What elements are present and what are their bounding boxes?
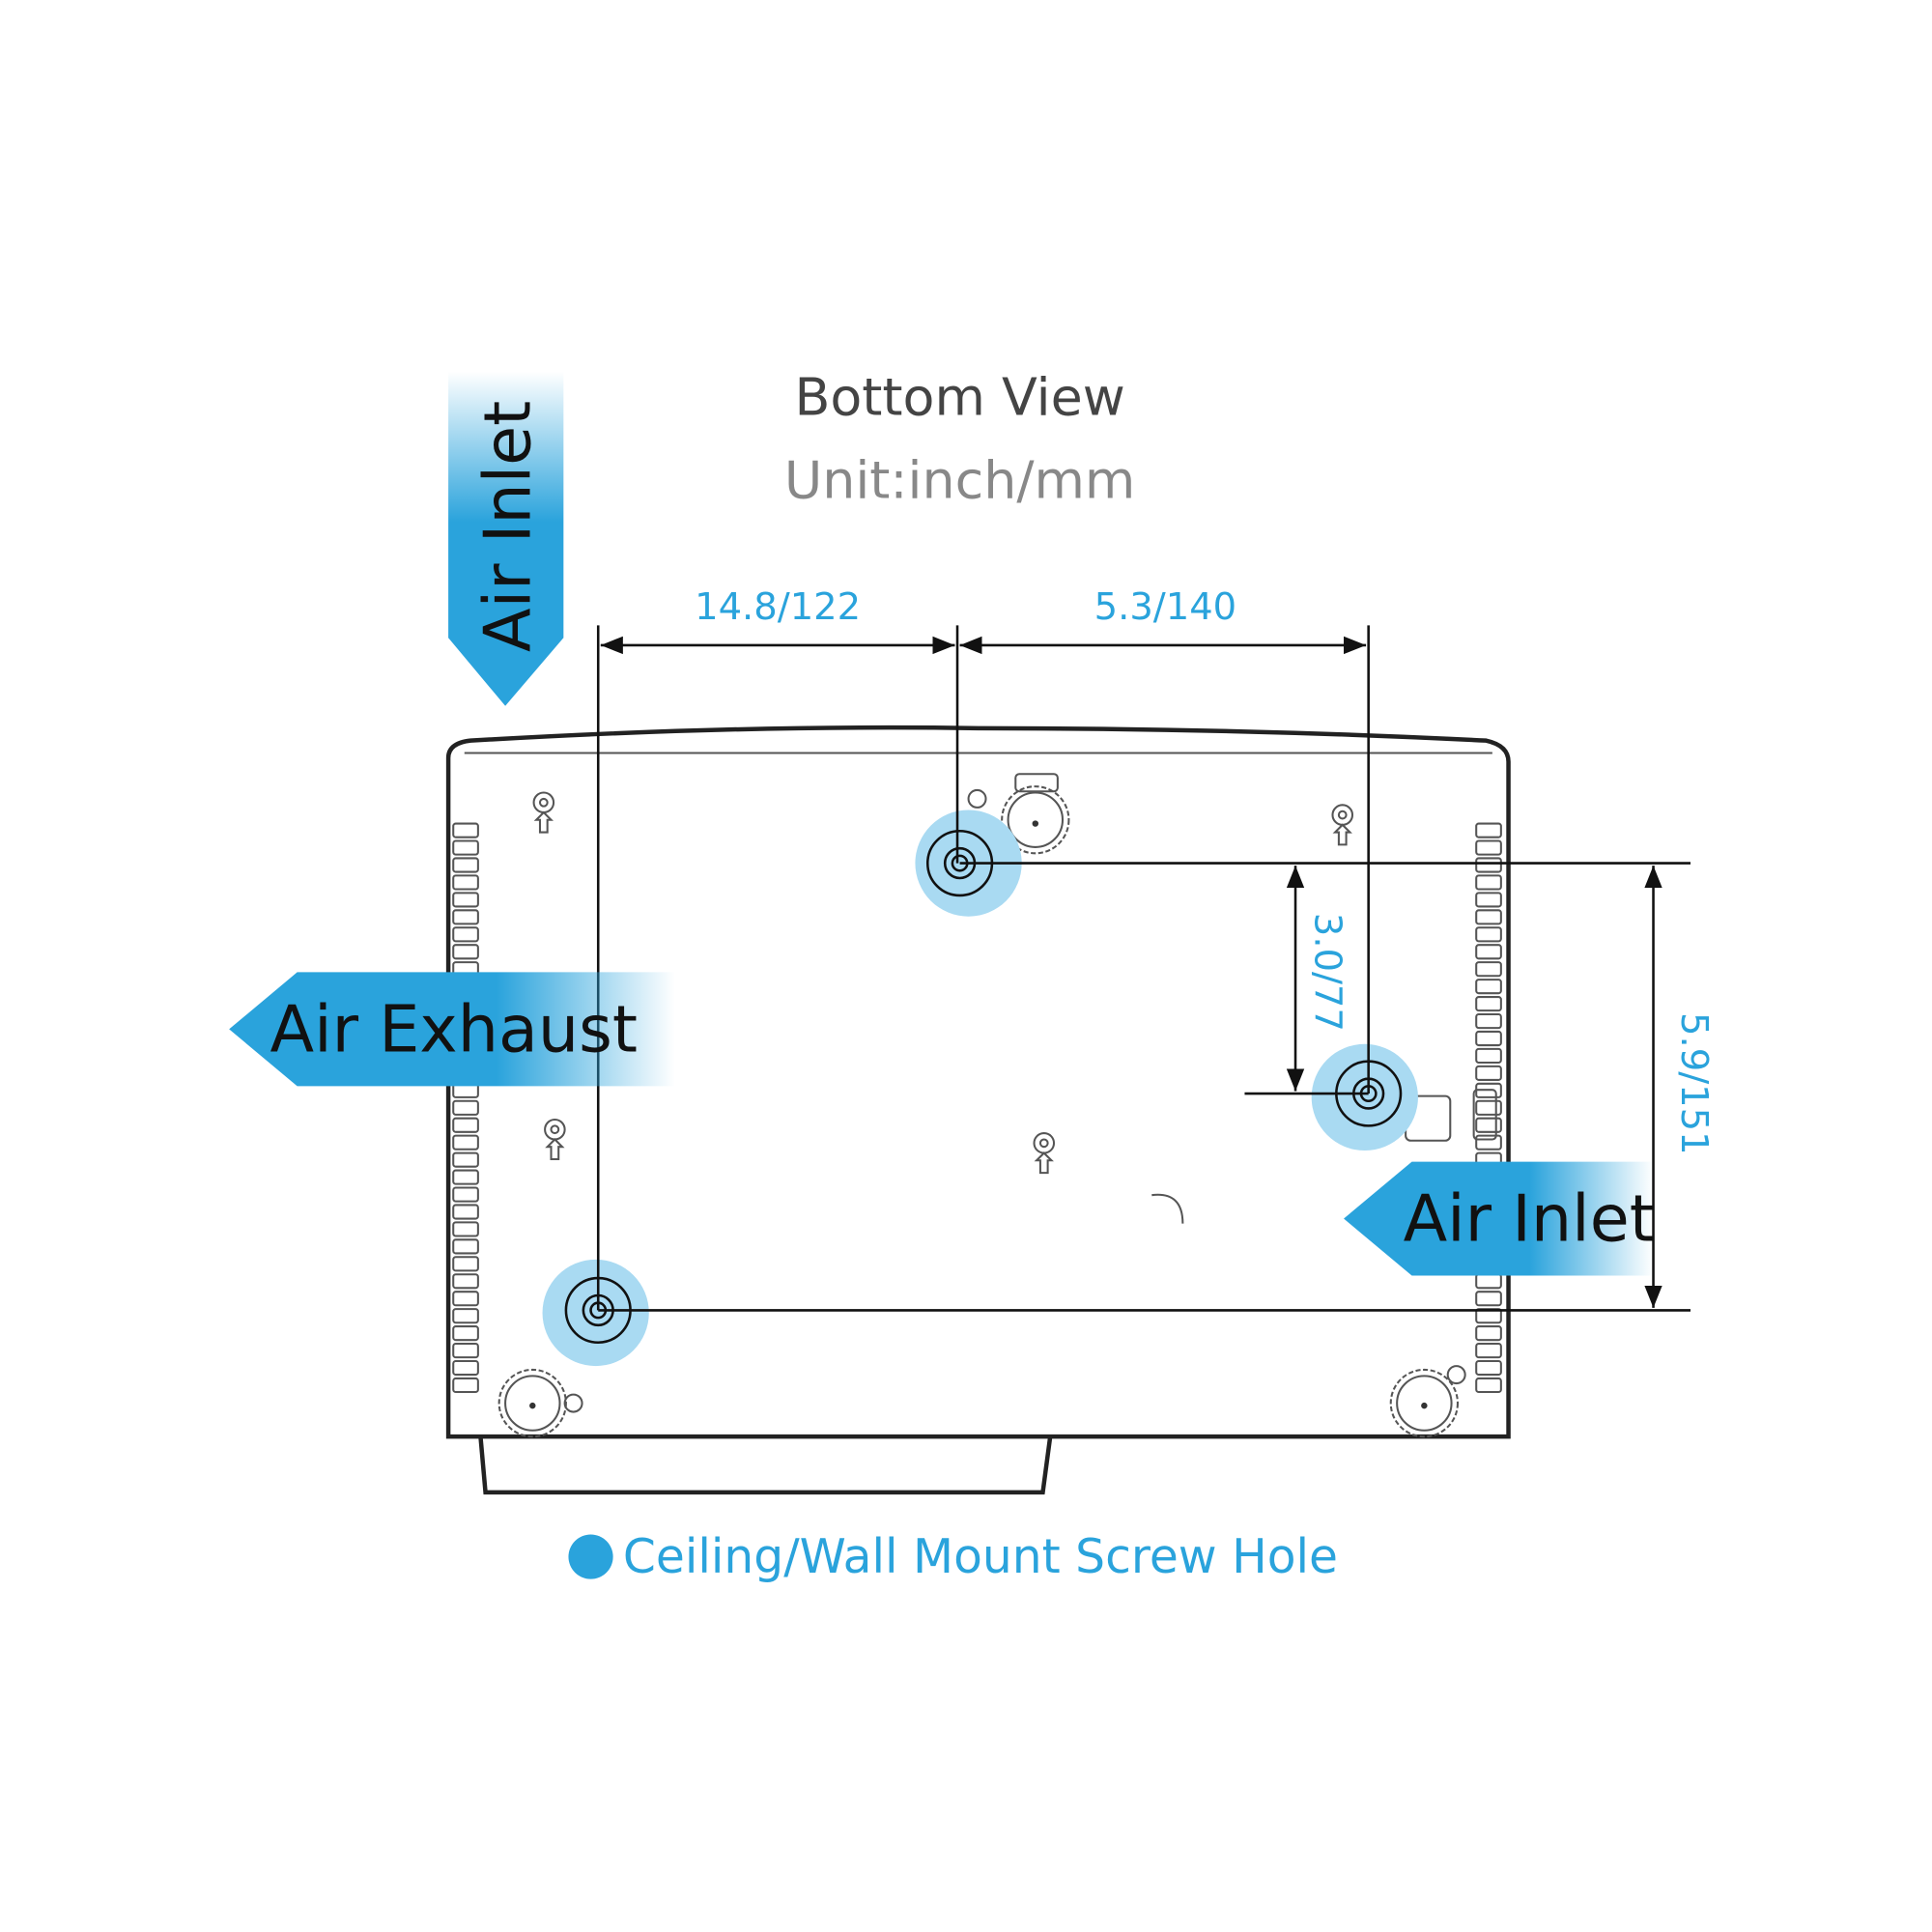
top-air-inlet-label: Air Inlet — [470, 401, 546, 652]
vent-slot — [452, 1238, 479, 1255]
diagram-title: Bottom View — [794, 366, 1124, 427]
foot — [497, 1368, 567, 1438]
screw-icon — [1331, 804, 1354, 846]
vent-slot — [452, 926, 479, 943]
vent-slot — [452, 1377, 479, 1394]
vent-slot — [1475, 1134, 1502, 1151]
dimension-outer-vertical: 5.9/151 — [1672, 1012, 1716, 1155]
legend-label: Ceiling/Wall Mount Screw Hole — [623, 1530, 1338, 1584]
mount-screw-hole — [542, 1259, 649, 1367]
vent-slot — [452, 822, 479, 838]
legend: Ceiling/Wall Mount Screw Hole — [568, 1530, 1338, 1584]
vent-slot — [452, 909, 479, 925]
foot — [1389, 1368, 1460, 1438]
vent-slot — [1475, 944, 1502, 960]
vent-slot — [452, 944, 479, 960]
vent-slot — [452, 857, 479, 873]
vent-slot — [1475, 926, 1502, 943]
vent-slot — [1475, 1030, 1502, 1047]
mount-screw-hole — [1311, 1043, 1418, 1151]
vent-slot — [452, 1151, 479, 1168]
vent-slot — [1475, 1099, 1502, 1116]
vent-slot — [1475, 822, 1502, 838]
vent-slot — [1475, 979, 1502, 995]
screw-icon — [1033, 1132, 1056, 1175]
vent-slot — [452, 1221, 479, 1237]
vent-slot — [1475, 892, 1502, 908]
vent-slot — [1475, 874, 1502, 891]
vent-slot — [452, 1273, 479, 1290]
vent-slot — [452, 1134, 479, 1151]
vent-slot — [1475, 1047, 1502, 1065]
vent-slot — [1475, 1291, 1502, 1307]
unit-label: Unit:inch/mm — [784, 449, 1136, 510]
vent-slot — [452, 1343, 479, 1359]
vent-slot — [452, 1308, 479, 1324]
screw-icon — [544, 1118, 566, 1161]
projector-body — [445, 724, 1511, 1495]
vent-slot — [1475, 1343, 1502, 1359]
right-air-inlet-label: Air Inlet — [1404, 1181, 1655, 1257]
vent-slot — [452, 1256, 479, 1272]
top-air-inlet-arrow: Air Inlet — [448, 371, 564, 706]
vent-slot — [452, 1204, 479, 1220]
vent-slot — [1475, 857, 1502, 873]
vent-slot — [1475, 1325, 1502, 1342]
vent-slot — [452, 1291, 479, 1307]
vent-slot — [1475, 909, 1502, 925]
screw-hole-legend-dot — [568, 1534, 613, 1579]
vent-slot — [1475, 961, 1502, 978]
vent-slot — [1475, 1012, 1502, 1030]
vent-slot — [452, 1186, 479, 1203]
vent-slot — [452, 1359, 479, 1377]
vent-slot — [1475, 1117, 1502, 1133]
vent-slot — [452, 1099, 479, 1116]
vent-slot — [452, 892, 479, 908]
screw-icon — [532, 791, 555, 834]
vent-slot — [1475, 1359, 1502, 1377]
vent-slot — [452, 1117, 479, 1133]
vent-slot — [452, 874, 479, 891]
foot — [1001, 773, 1070, 855]
vent-slot — [1475, 1377, 1502, 1394]
vent-slot — [1475, 996, 1502, 1012]
vent-slot — [1475, 839, 1502, 856]
air-exhaust-label: Air Exhaust — [270, 991, 637, 1066]
vent-slot — [452, 839, 479, 856]
vent-slot — [452, 1169, 479, 1185]
dimension-right-horizontal: 5.3/140 — [1094, 585, 1237, 629]
dimension-inner-vertical: 3.0/77 — [1306, 913, 1350, 1032]
air-exhaust-arrow: Air Exhaust — [229, 972, 675, 1087]
right-air-inlet-arrow: Air Inlet — [1344, 1161, 1655, 1276]
vent-slot — [1475, 1065, 1502, 1081]
dimension-left-horizontal: 14.8/122 — [695, 585, 861, 629]
vent-slot — [452, 1325, 479, 1342]
screw-icon — [563, 788, 1466, 1413]
